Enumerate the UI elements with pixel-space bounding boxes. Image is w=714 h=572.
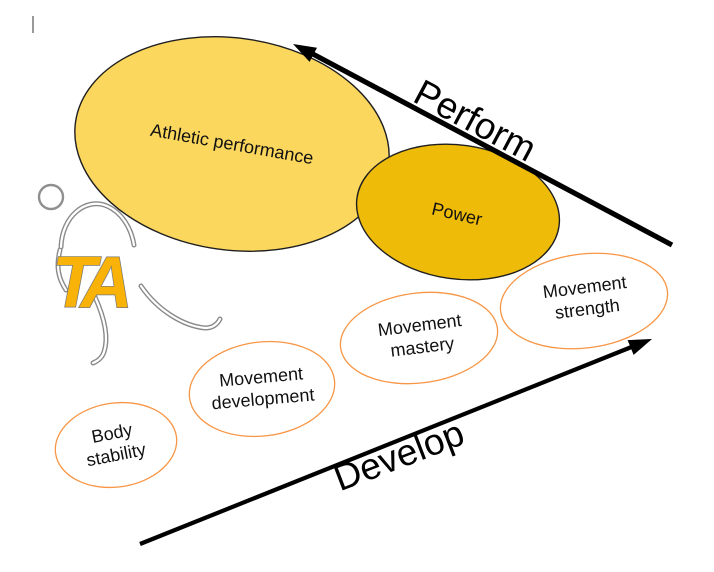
logo-head-icon bbox=[37, 183, 65, 211]
movement-development-ellipse bbox=[188, 340, 336, 438]
perform-arrow bbox=[293, 44, 674, 248]
movement-strength-ellipse bbox=[499, 252, 669, 350]
movement-mastery-ellipse bbox=[339, 291, 499, 385]
develop-arrow bbox=[139, 339, 652, 546]
body-stability-ellipse bbox=[54, 401, 178, 489]
logo-swoosh-icon bbox=[55, 201, 223, 366]
text-cursor-mark bbox=[32, 16, 34, 33]
logo-letters: TA bbox=[52, 243, 128, 323]
power-ellipse bbox=[355, 143, 561, 281]
movement-development-label: Movement development bbox=[209, 362, 316, 415]
